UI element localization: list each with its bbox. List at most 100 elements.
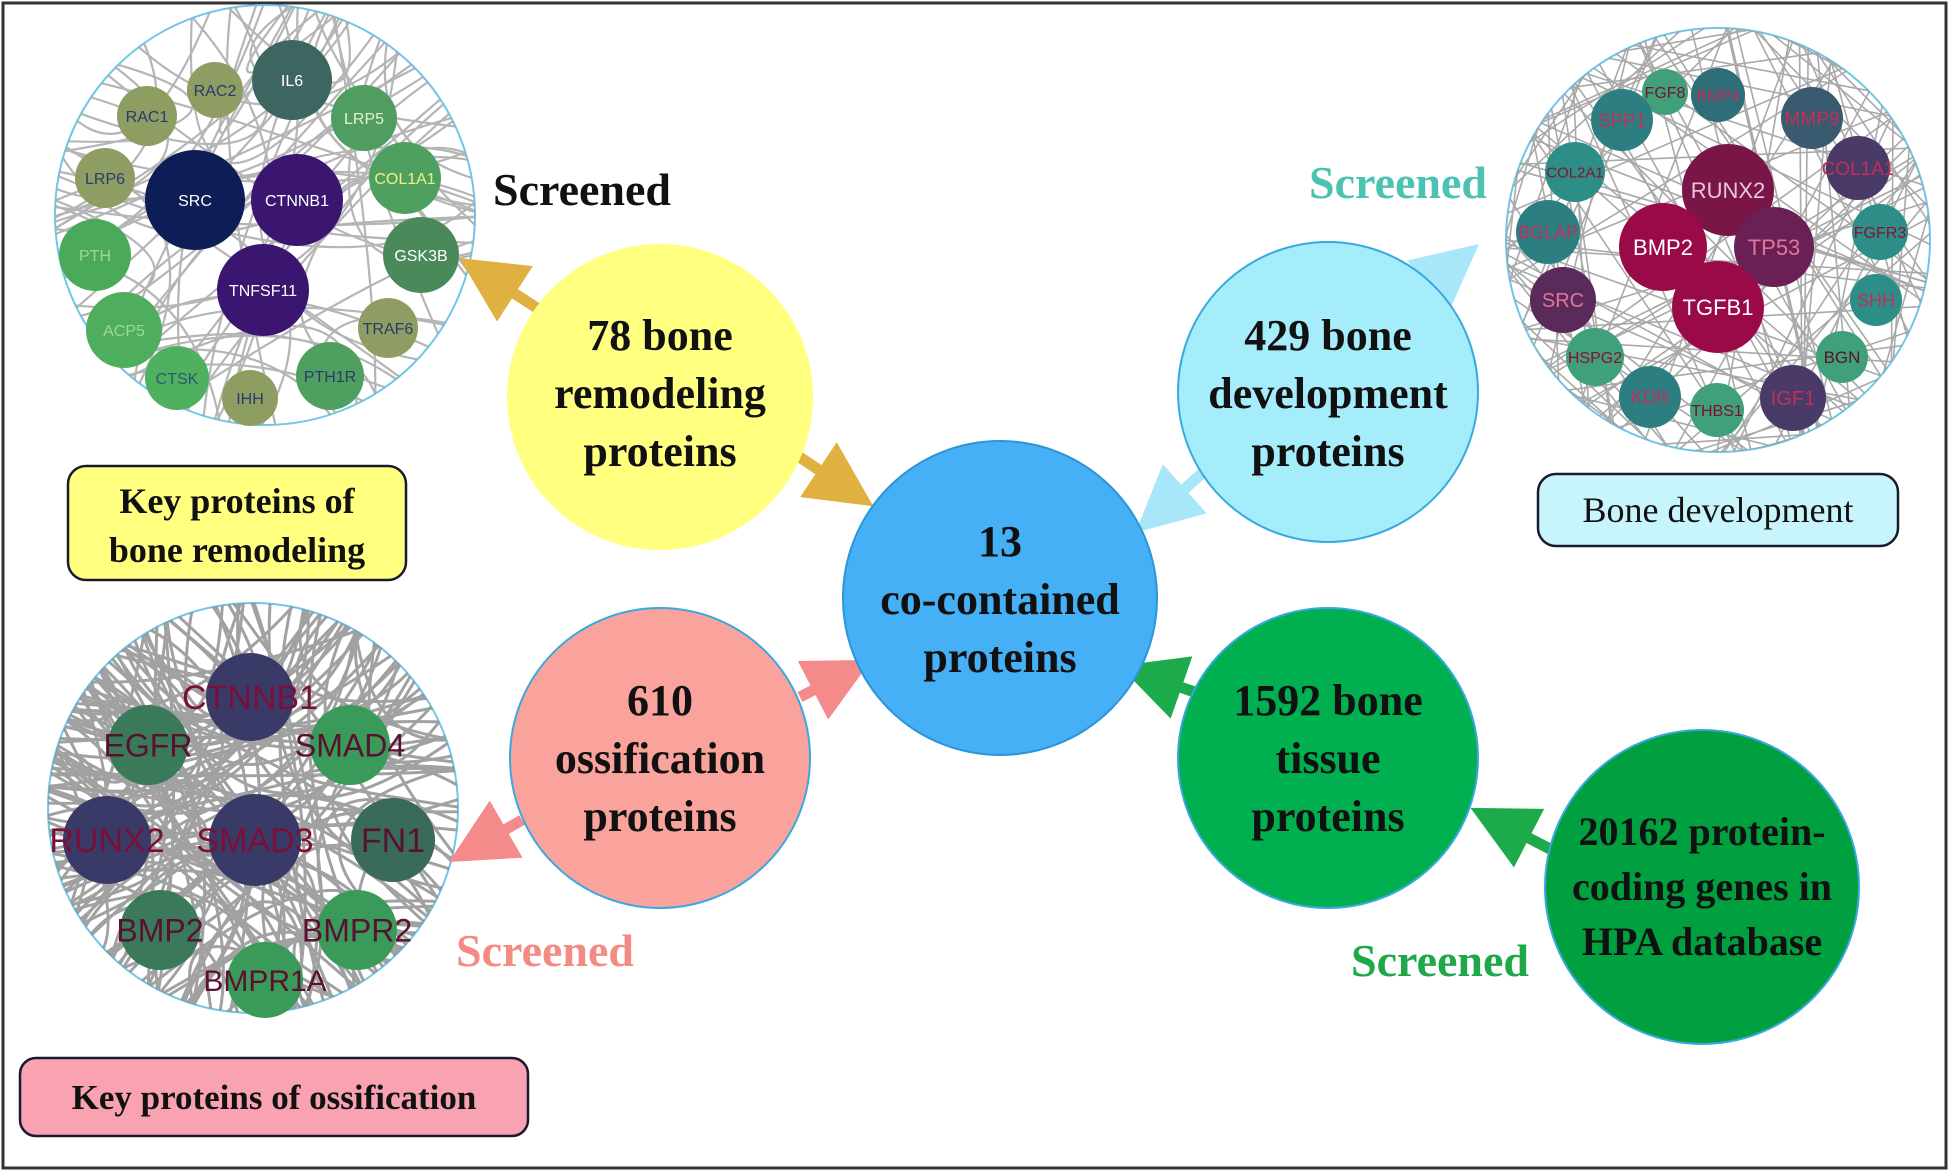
protein-label: SPP1	[1598, 111, 1647, 132]
svg-text:proteins: proteins	[583, 792, 736, 841]
protein-node-fgfr3: FGFR3	[1852, 204, 1908, 260]
protein-label: TRAF6	[363, 321, 414, 338]
network-edge	[83, 645, 224, 943]
protein-node-fn1: FN1	[351, 798, 435, 882]
protein-label: LRP5	[344, 111, 384, 128]
protein-label: HSPG2	[1568, 350, 1622, 367]
protein-label: COL2A1	[1546, 164, 1604, 181]
protein-label: RUNX2	[49, 822, 164, 860]
label-ossification: Key proteins of ossification	[18, 1056, 530, 1138]
svg-text:20162 protein-: 20162 protein-	[1578, 809, 1825, 854]
arrows	[448, 244, 1555, 868]
protein-label: BGN	[1824, 348, 1861, 367]
protein-label: MMP9	[1785, 109, 1840, 130]
protein-node-egfr: EGFR	[104, 705, 192, 785]
protein-label: FN1	[361, 822, 425, 860]
screened-hpa: Screened	[1351, 935, 1529, 986]
protein-node-fgf8: FGF8	[1642, 69, 1688, 115]
label-remodeling: Key proteins of bone remodeling	[66, 464, 408, 582]
protein-node-runx2: RUNX2	[49, 796, 165, 884]
label-remodeling-line1: Key proteins of	[119, 481, 355, 521]
protein-label: BMP2	[116, 913, 203, 949]
protein-label: COL1A1	[1822, 159, 1895, 180]
protein-label: TNFSF11	[229, 283, 297, 300]
svg-text:co-contained: co-contained	[880, 575, 1120, 624]
network-edge	[352, 617, 458, 742]
label-development-line1: Bone development	[1583, 490, 1854, 530]
protein-node-runx2: RUNX2	[1682, 144, 1774, 236]
protein-label: THBS1	[1691, 403, 1743, 420]
arrow-ossification-to-network	[448, 800, 525, 862]
protein-node-gsk3b: GSK3B	[383, 217, 459, 293]
protein-node-rac2: RAC2	[187, 62, 243, 118]
protein-node-bgn: BGN	[1816, 331, 1868, 383]
protein-node-kdr: KDR	[1619, 366, 1681, 428]
screened-remodeling: Screened	[493, 164, 671, 215]
protein-label: SRC	[178, 193, 212, 210]
network-edge	[1616, 41, 1887, 96]
arrow-hpa-to-tissue	[1470, 807, 1555, 868]
protein-node-il6: IL6	[252, 40, 332, 120]
arrow-remodeling-to-network	[459, 258, 543, 322]
protein-node-src: SRC	[1530, 267, 1596, 333]
network-edge	[152, 950, 239, 1003]
protein-label: IL6	[281, 73, 303, 90]
svg-text:coding genes in: coding genes in	[1572, 864, 1832, 909]
protein-node-tgfb1: TGFB1	[1672, 261, 1764, 353]
protein-node-hspg2: HSPG2	[1566, 328, 1624, 386]
protein-label: LRP6	[85, 171, 125, 188]
protein-label: CTSK	[156, 371, 199, 388]
protein-node-smad4: SMAD4	[295, 705, 405, 785]
protein-label: BMP4	[1696, 88, 1740, 105]
protein-label: CTNNB1	[182, 679, 318, 717]
svg-text:tissue: tissue	[1275, 734, 1380, 783]
node-ossification: 610 ossification proteins	[509, 607, 811, 909]
protein-node-rac1: RAC1	[117, 86, 177, 146]
node-development: 429 bone development proteins	[1177, 241, 1479, 543]
network-edge	[246, 5, 345, 74]
protein-node-tp53: TP53	[1734, 207, 1814, 287]
svg-text:proteins: proteins	[1251, 427, 1404, 476]
protein-node-acp5: ACP5	[86, 292, 162, 368]
node-tissue: 1592 bone tissue proteins	[1177, 607, 1479, 909]
protein-label: SHH	[1857, 290, 1895, 310]
svg-text:429 bone: 429 bone	[1244, 311, 1411, 360]
protein-label: IGF1	[1771, 388, 1815, 410]
protein-label: ACP5	[103, 323, 145, 340]
protein-label: BMPR2	[302, 913, 412, 949]
hpa-line1: 20162 protein-	[1578, 809, 1825, 854]
network-edge	[1716, 150, 1923, 452]
protein-label: BMPR1A	[203, 965, 326, 998]
protein-node-shh: SHH	[1850, 274, 1902, 326]
protein-node-col2a1: COL2A1	[1545, 142, 1605, 202]
protein-label: IHH	[236, 391, 264, 408]
protein-label: SMAD3	[196, 822, 313, 860]
svg-text:proteins: proteins	[583, 427, 736, 476]
development-line2: development	[1208, 369, 1448, 418]
protein-label: COL1A1	[374, 171, 435, 188]
ossification-line1: 610	[627, 676, 693, 725]
protein-node-pth1r: PTH1R	[296, 342, 364, 410]
arrow-development-to-center	[1135, 463, 1212, 533]
label-remodeling-line2: bone remodeling	[109, 530, 365, 570]
tissue-line1: 1592 bone	[1233, 676, 1422, 725]
protein-label: TGFB1	[1683, 295, 1754, 320]
protein-label: GSK3B	[394, 248, 447, 265]
svg-text:development: development	[1208, 369, 1448, 418]
protein-label: TP53	[1748, 235, 1801, 260]
center-line2: co-contained	[880, 575, 1120, 624]
remodeling-line1: 78 bone	[587, 311, 732, 360]
protein-label: RAC2	[194, 83, 237, 100]
protein-node-ctnnb1: CTNNB1	[251, 154, 343, 246]
network-edge	[1754, 28, 1925, 157]
tissue-line2: tissue	[1275, 734, 1380, 783]
svg-text:Key proteins of: Key proteins of	[119, 481, 355, 521]
svg-text:HPA database: HPA database	[1582, 919, 1822, 964]
protein-node-col1a1: COL1A1	[1822, 136, 1895, 200]
network-edge	[48, 784, 208, 929]
network-edge	[1553, 49, 1835, 91]
protein-node-pth: PTH	[59, 219, 131, 291]
svg-text:610: 610	[627, 676, 693, 725]
protein-node-smad3: SMAD3	[196, 794, 314, 886]
